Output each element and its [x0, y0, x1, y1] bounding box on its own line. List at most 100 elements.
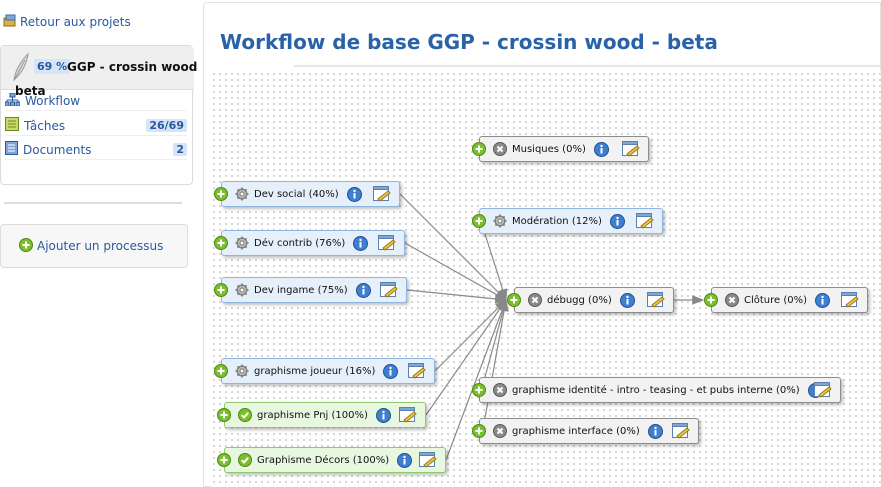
cross-icon — [528, 293, 542, 307]
process-label: Dev social (40%) — [254, 188, 339, 200]
nav-item-workflow[interactable]: Workflow — [4, 91, 187, 111]
process-label: Dév contrib (76%) — [254, 237, 346, 249]
edit-icon[interactable] — [380, 282, 398, 301]
nav-item-label: Workflow — [25, 93, 81, 108]
edge-graph_decors-to-debugg — [445, 298, 507, 461]
process-label: Dev ingame (75%) — [254, 284, 348, 296]
cross-icon — [725, 293, 739, 307]
info-icon[interactable] — [619, 292, 635, 308]
process-label: Musiques (0%) — [512, 143, 586, 155]
edit-icon[interactable] — [636, 213, 654, 232]
edit-icon[interactable] — [378, 235, 396, 254]
edge-moderation-to-debugg — [484, 233, 508, 302]
info-icon[interactable] — [353, 235, 369, 251]
process-label: graphisme joueur (16%) — [254, 365, 376, 377]
nav-item-tasks[interactable]: Tâches 26/69 — [5, 116, 187, 136]
process-label: graphisme interface (0%) — [512, 425, 640, 437]
info-icon[interactable] — [593, 141, 609, 157]
process-label: Modération (12%) — [512, 215, 602, 227]
add-successor-icon[interactable] — [214, 283, 228, 300]
process-node[interactable]: Modération (12%) — [472, 208, 663, 234]
process-node[interactable]: Dév contrib (76%) — [214, 230, 405, 256]
tasks-icon — [5, 117, 19, 134]
project-name: GGP - crossin wood — [67, 60, 198, 74]
gear-icon — [235, 187, 249, 201]
edit-icon[interactable] — [814, 382, 832, 401]
process-node[interactable]: Graphisme Décors (100%) — [217, 447, 446, 473]
edit-icon[interactable] — [419, 452, 437, 471]
gear-icon — [493, 214, 507, 228]
add-successor-icon[interactable] — [214, 236, 228, 253]
process-node[interactable]: graphisme interface (0%) — [472, 418, 699, 444]
process-label: débugg (0%) — [547, 294, 612, 306]
process-node[interactable]: Dev social (40%) — [214, 181, 400, 207]
info-icon[interactable] — [346, 186, 362, 202]
workflow-edges — [399, 193, 705, 461]
process-node[interactable]: graphisme identité - intro - teasing - e… — [472, 377, 841, 403]
documents-count-badge: 2 — [173, 143, 187, 156]
add-process-label: Ajouter un processus — [37, 239, 164, 253]
edit-icon[interactable] — [647, 292, 665, 311]
sidebar-divider — [4, 202, 182, 204]
project-header[interactable]: 69 % GGP - crossin wood beta — [1, 46, 198, 98]
add-successor-icon[interactable] — [472, 142, 486, 159]
edit-icon[interactable] — [672, 423, 690, 442]
edit-icon[interactable] — [841, 292, 859, 311]
info-icon[interactable] — [647, 423, 663, 439]
edit-icon[interactable] — [399, 407, 417, 426]
process-label: graphisme identité - intro - teasing - e… — [512, 384, 800, 396]
gear-icon — [235, 236, 249, 250]
back-to-projects-label: Retour aux projets — [20, 14, 131, 29]
add-successor-icon[interactable] — [217, 408, 231, 425]
edit-icon[interactable] — [408, 363, 426, 382]
process-label: Clôture (0%) — [744, 294, 808, 306]
process-label: graphisme Pnj (100%) — [257, 409, 368, 421]
cross-icon — [493, 383, 507, 397]
add-successor-icon[interactable] — [214, 187, 228, 204]
workflow-canvas[interactable]: Dev social (40%) Dév contrib (76%) Dev i… — [211, 71, 881, 487]
check-icon — [238, 408, 252, 422]
process-node[interactable]: débugg (0%) — [507, 287, 674, 313]
process-label: Graphisme Décors (100%) — [257, 454, 390, 466]
add-successor-icon[interactable] — [472, 214, 486, 231]
add-successor-icon[interactable] — [472, 383, 486, 400]
edge-graph_joueur-to-debugg — [434, 299, 507, 372]
documents-icon — [5, 141, 18, 158]
cross-icon — [493, 424, 507, 438]
nav-item-label: Documents — [23, 142, 92, 157]
project-panel: 69 % GGP - crossin wood beta Workflow Tâ… — [0, 45, 198, 185]
gear-icon — [235, 283, 249, 297]
edit-icon[interactable] — [622, 141, 640, 160]
add-successor-icon[interactable] — [214, 364, 228, 381]
feather-icon — [11, 52, 31, 85]
add-successor-icon[interactable] — [472, 424, 486, 441]
info-icon[interactable] — [815, 292, 831, 308]
add-process-button[interactable]: Ajouter un processus — [0, 224, 188, 268]
info-icon[interactable] — [355, 282, 371, 298]
page-title: Workflow de base GGP - crossin wood - be… — [220, 30, 718, 54]
info-icon[interactable] — [383, 363, 399, 379]
process-node[interactable]: Musiques (0%) — [472, 136, 649, 162]
add-successor-icon[interactable] — [217, 453, 231, 470]
sidebar: Retour aux projets 69 % GGP - crossin wo… — [0, 0, 200, 487]
projects-icon — [3, 13, 17, 30]
add-icon — [19, 237, 33, 255]
add-successor-icon[interactable] — [704, 293, 718, 310]
process-node[interactable]: graphisme Pnj (100%) — [217, 402, 426, 428]
process-node[interactable]: Clôture (0%) — [704, 287, 868, 313]
info-icon[interactable] — [609, 213, 625, 229]
info-icon[interactable] — [397, 452, 413, 468]
add-successor-icon[interactable] — [507, 293, 521, 310]
process-node[interactable]: graphisme joueur (16%) — [214, 358, 435, 384]
project-name-continued: beta — [15, 84, 46, 98]
edit-icon[interactable] — [373, 186, 391, 205]
check-icon — [238, 453, 252, 467]
process-node[interactable]: Dev ingame (75%) — [214, 277, 407, 303]
back-to-projects-link[interactable]: Retour aux projets — [3, 13, 131, 30]
gear-icon — [235, 364, 249, 378]
tasks-count-badge: 26/69 — [146, 119, 187, 132]
nav-item-label: Tâches — [24, 118, 66, 133]
nav-item-documents[interactable]: Documents 2 — [5, 140, 187, 160]
edge-graph_identite-to-debugg — [484, 298, 508, 378]
info-icon[interactable] — [375, 407, 391, 423]
